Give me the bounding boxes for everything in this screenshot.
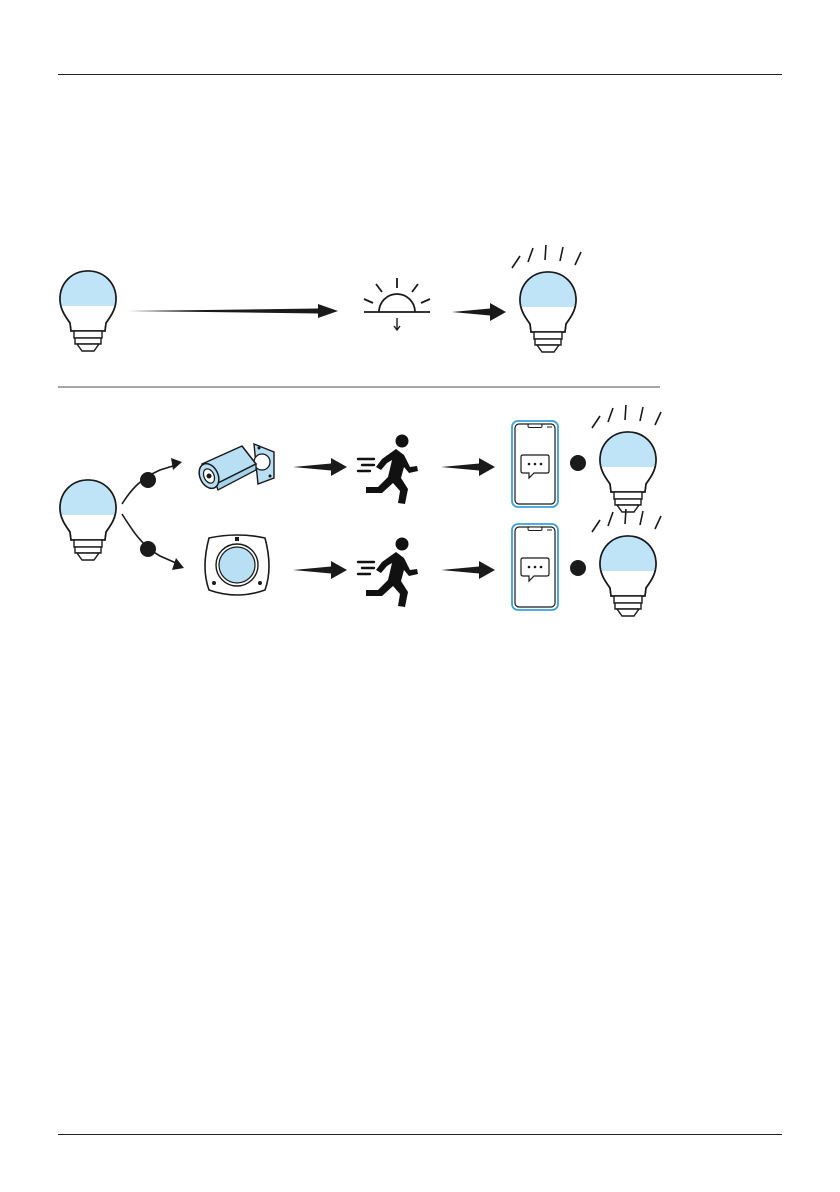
- lit-bulb-icon: [592, 509, 661, 616]
- row-sunset-trigger: [60, 245, 581, 352]
- badge-dot: [570, 560, 586, 576]
- security-camera-icon: [195, 444, 274, 492]
- arrow-icon: [293, 561, 347, 579]
- branch-badge: [140, 472, 156, 488]
- row-sensor-motion-trigger: [205, 509, 661, 616]
- running-person-icon: [358, 538, 418, 608]
- bulb-icon: [60, 480, 116, 560]
- arrow-icon: [441, 458, 495, 476]
- lit-bulb-icon: [512, 245, 581, 352]
- arrow-icon: [128, 304, 338, 318]
- bulb-icon: [60, 271, 116, 351]
- arrow-icon: [293, 458, 347, 476]
- badge-dot: [570, 455, 586, 471]
- motion-sensor-icon: [205, 535, 269, 595]
- branch-lines: [122, 458, 184, 570]
- lit-bulb-icon: [592, 405, 661, 512]
- sunset-icon: [364, 278, 430, 330]
- smartphone-message-icon: [512, 524, 558, 610]
- row-camera-motion-trigger: [195, 405, 661, 512]
- smartphone-message-icon: [512, 421, 558, 507]
- branch-badge: [140, 541, 156, 557]
- arrow-icon: [441, 561, 495, 579]
- arrow-icon: [452, 303, 506, 321]
- running-person-icon: [358, 435, 418, 505]
